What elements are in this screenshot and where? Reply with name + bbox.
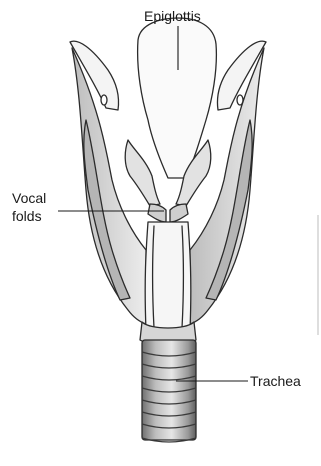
epiglottis-label: Epiglottis [144,8,201,25]
right-horn-foramen [237,95,243,105]
vocal-fold-right [170,204,188,222]
larynx-outline [70,18,266,440]
trachea-label: Trachea [250,373,301,390]
left-horn-foramen [101,95,107,105]
left-vestibular-fold [125,140,160,206]
vocal-folds-label-line1: Vocal [12,190,46,207]
vocal-fold-left [148,204,166,222]
vocal-folds-label-line2: folds [12,208,42,225]
